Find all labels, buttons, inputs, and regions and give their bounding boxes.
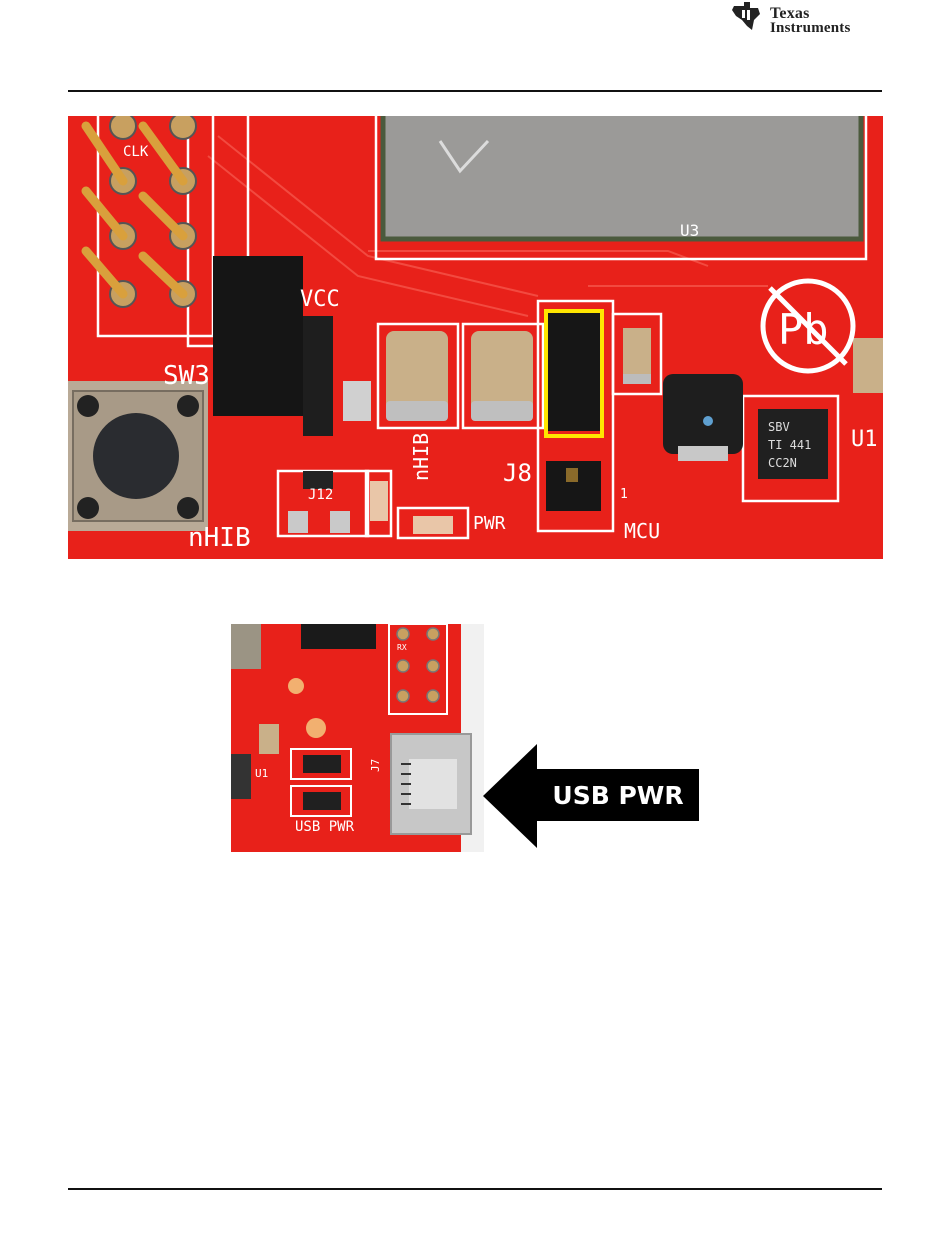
silk-pwr: PWR — [473, 513, 506, 534]
chip-marking-3: CC2N — [768, 456, 797, 470]
silk-rx: RX — [397, 643, 407, 652]
chip-marking-2: TI 441 — [768, 438, 811, 452]
usb-pwr-callout: USB PWR — [483, 744, 703, 848]
texas-instruments-logo: Texas Instruments — [730, 0, 890, 40]
silk-j12: J12 — [308, 487, 333, 503]
silk-pin1: 1 — [620, 487, 628, 502]
ti-state-icon — [730, 0, 766, 34]
silk-clk: CLK — [123, 144, 149, 160]
footer-rule — [68, 1188, 882, 1190]
silk-u1-bottom: U1 — [255, 767, 268, 780]
board-photo-j8: SW3 VCC nHIB nHIB J8 J12 PWR MCU U3 U1 C… — [68, 116, 883, 559]
silk-mcu: MCU — [624, 519, 660, 543]
silk-nhib-bottom: nHIB — [188, 523, 251, 553]
silk-usb-pwr: USB PWR — [295, 819, 355, 835]
usb-pwr-label: USB PWR — [537, 769, 699, 821]
silk-j7: J7 — [369, 759, 382, 772]
header-rule — [68, 90, 882, 92]
silk-u1: U1 — [851, 427, 878, 452]
silk-j8: J8 — [503, 459, 532, 487]
silk-u3: U3 — [680, 221, 699, 240]
pb-free-logo: Pb — [778, 305, 829, 354]
silk-sw3: SW3 — [163, 361, 210, 391]
silk-vcc: VCC — [300, 287, 340, 312]
chip-marking-1: SBV — [768, 420, 790, 434]
logo-text-line2: Instruments — [770, 20, 851, 37]
silk-nhib-vertical: nHIB — [409, 433, 433, 481]
board-photo-usb: USB PWR U1 J7 RX — [231, 624, 484, 852]
